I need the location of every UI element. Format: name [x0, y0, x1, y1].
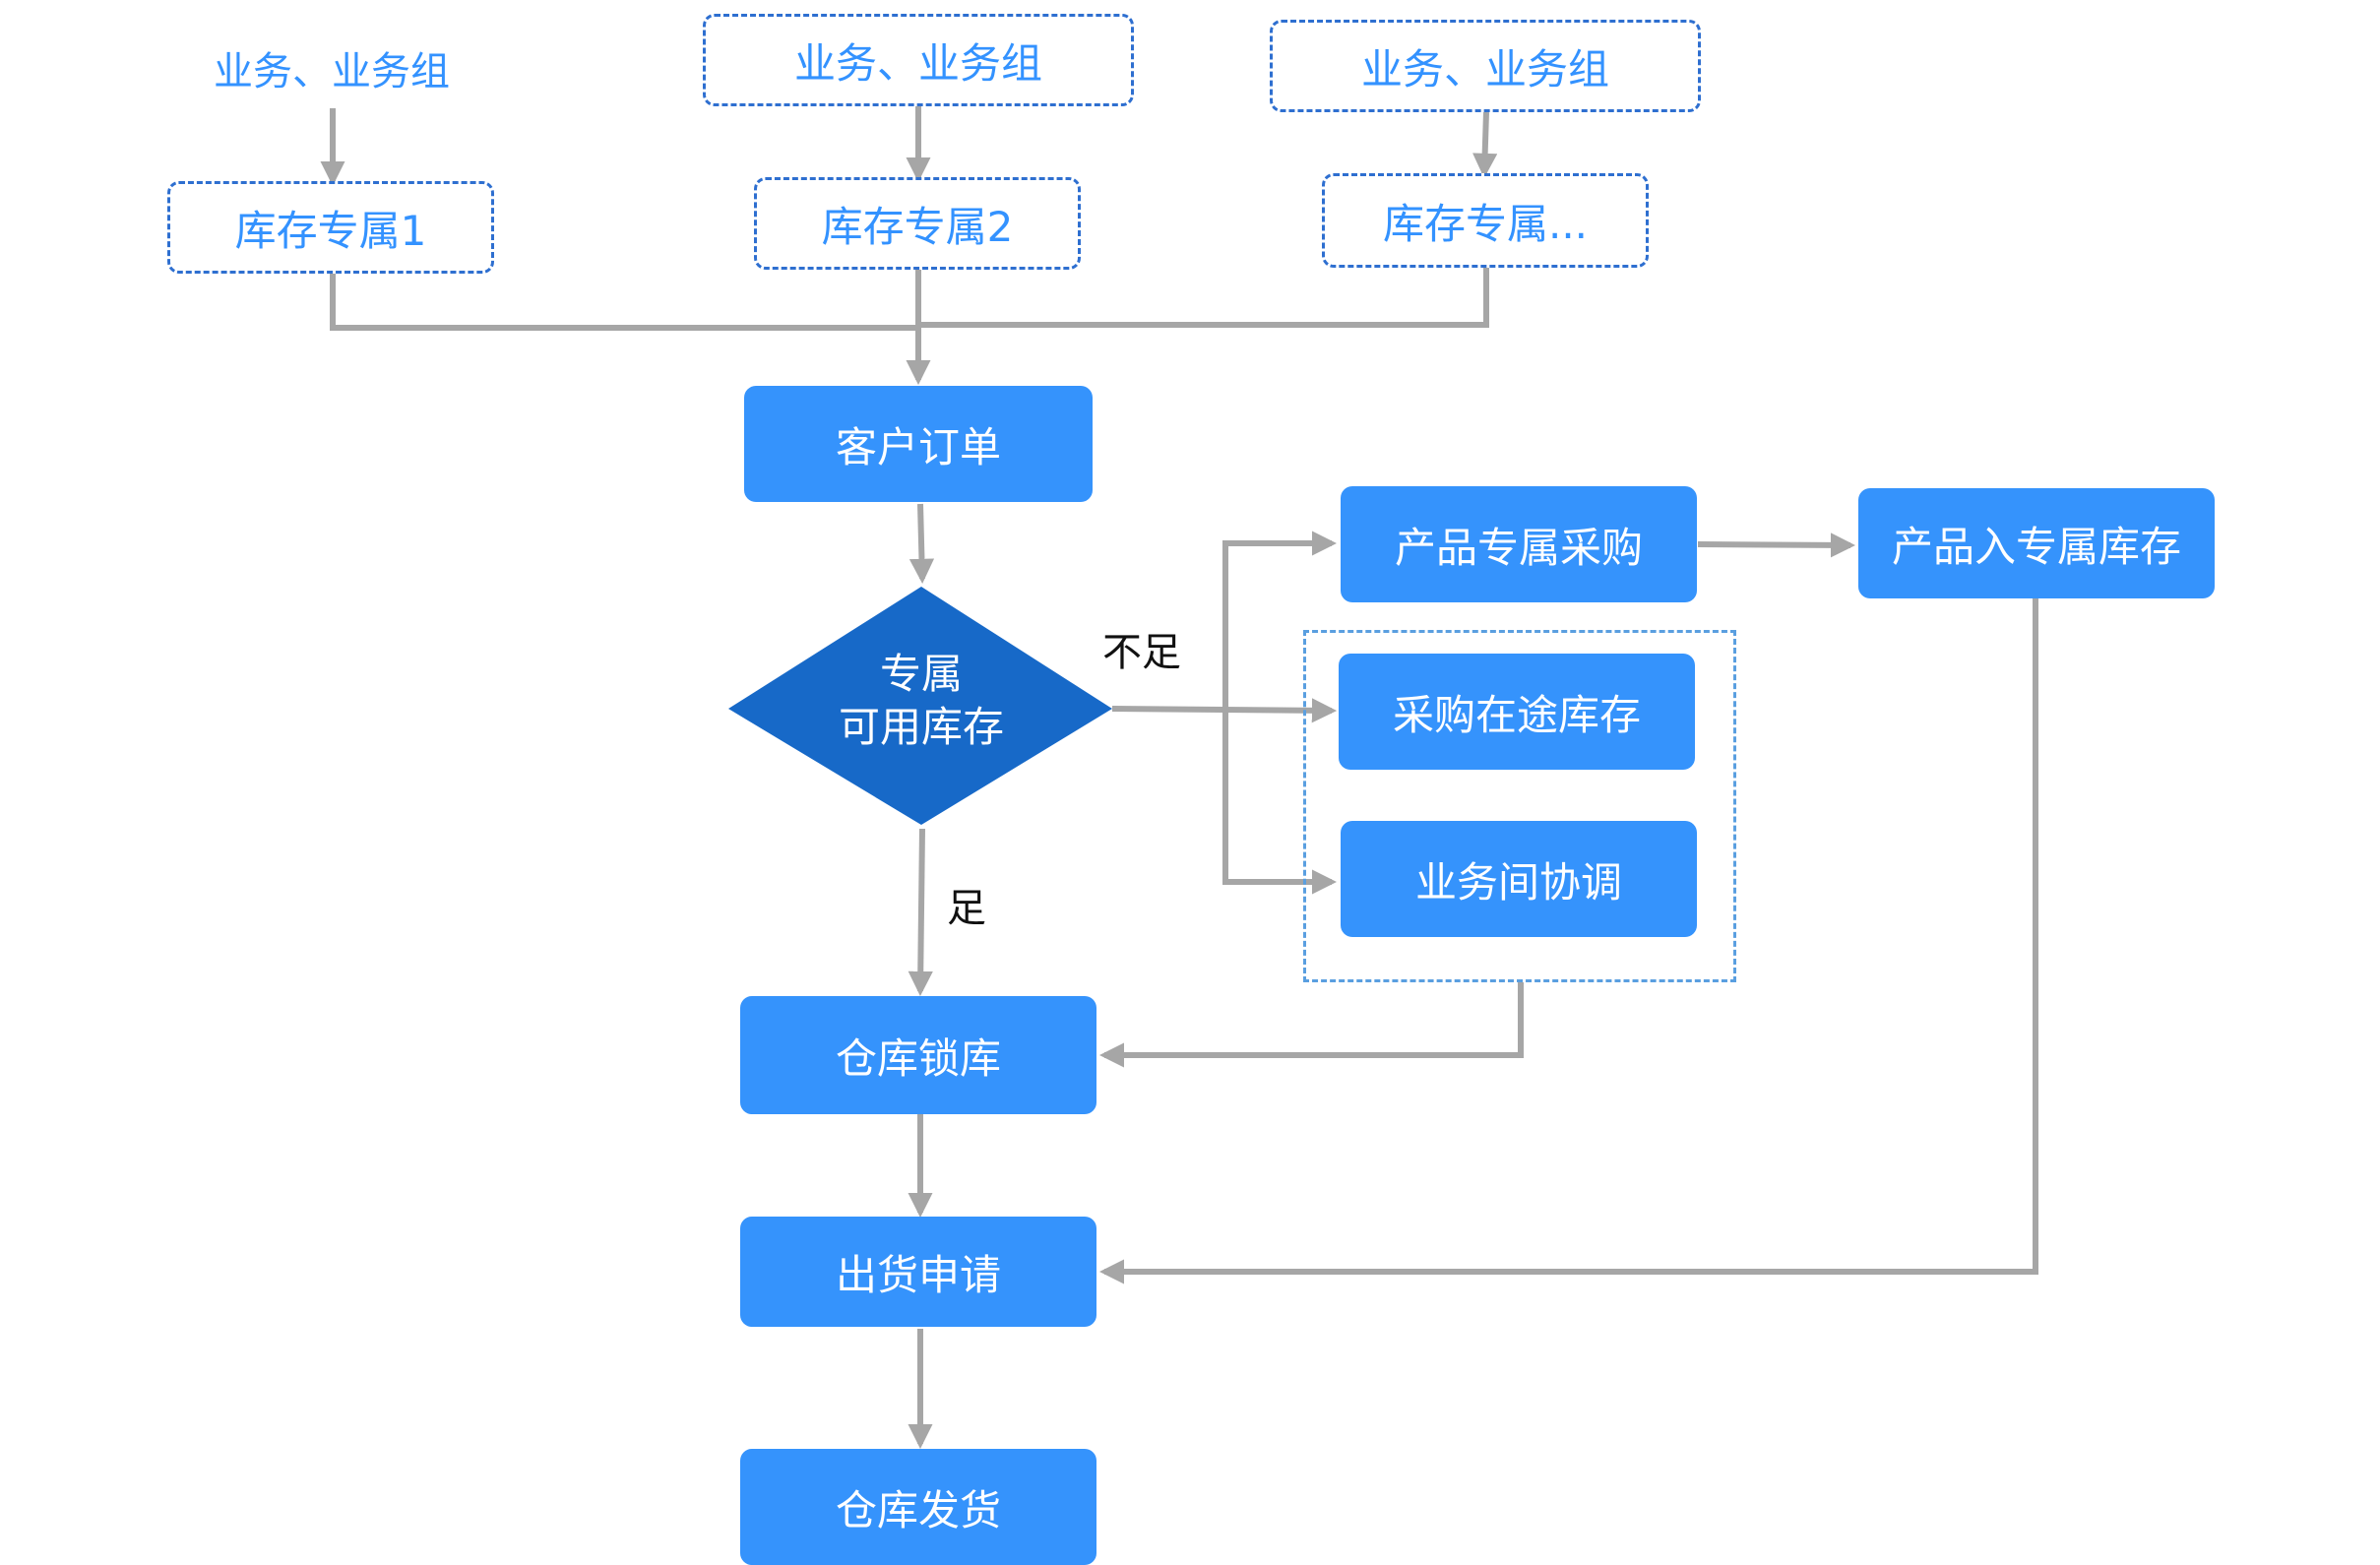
decision-line-2: 可用库存 [838, 703, 1004, 751]
business-group-1: 业务、业务组 [214, 49, 450, 94]
decision-label: 专属 可用库存 [768, 648, 1075, 754]
shipment-request: 出货申请 [740, 1217, 1096, 1327]
dedicated-stock-1: 库存专属1 [167, 181, 494, 274]
warehouse-lock: 仓库锁库 [740, 996, 1096, 1114]
arrow-to-dedicated-purchase [1222, 531, 1338, 709]
arrow-decision-to-in-transit [1111, 698, 1338, 723]
dedicated-stock-3: 库存专属... [1322, 173, 1649, 268]
arrow-decision-to-lock [908, 828, 933, 997]
sufficient-label: 足 [947, 886, 986, 931]
arrow-inbound-to-request [1098, 598, 2038, 1284]
insufficient-label: 不足 [1102, 630, 1181, 675]
arrow-group3-to-stock3 [1472, 111, 1498, 179]
decision-line-1: 专属 [879, 650, 963, 698]
arrow-purchase-to-inbound [1697, 532, 1856, 558]
product-inbound: 产品入专属库存 [1858, 488, 2215, 598]
dedicated-purchase: 产品专属采购 [1341, 486, 1697, 602]
in-transit-stock: 采购在途库存 [1339, 654, 1695, 770]
business-group-3: 业务、业务组 [1270, 20, 1701, 112]
connector-stock1-merge [330, 272, 918, 331]
business-coordination: 业务间协调 [1341, 821, 1697, 937]
business-group-2: 业务、业务组 [703, 14, 1134, 106]
arrow-to-business-coordination [1222, 709, 1338, 895]
warehouse-ship: 仓库发货 [740, 1449, 1096, 1565]
connector-stock3-merge [918, 268, 1489, 328]
dedicated-stock-2: 库存专属2 [754, 177, 1081, 270]
decision-diamond [728, 587, 1112, 825]
alternative-options-group [1303, 630, 1736, 982]
customer-order: 客户订单 [744, 386, 1093, 502]
arrow-group-to-lock [1098, 982, 1524, 1068]
arrow-order-to-decision [908, 503, 935, 585]
